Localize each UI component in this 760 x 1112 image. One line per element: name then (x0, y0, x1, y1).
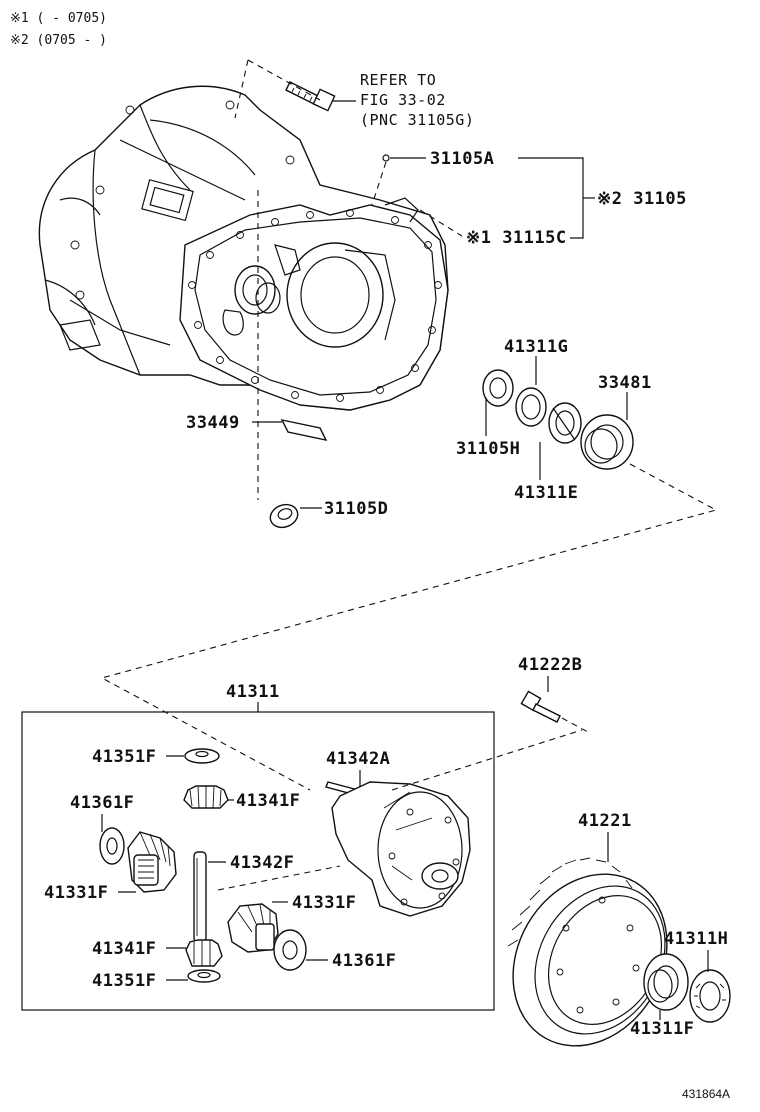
label-41351F-bottom[interactable]: 41351F (92, 971, 156, 991)
diff-case-illustration[interactable] (331, 781, 471, 917)
label-41311[interactable]: 41311 (226, 682, 280, 702)
label-31105A[interactable]: 31105A (430, 149, 494, 169)
note-1: ※1 ( - 0705) (10, 11, 107, 26)
seal-31105D-illustration[interactable] (267, 501, 301, 531)
label-41311H[interactable]: 41311H (664, 929, 728, 949)
label-33449[interactable]: 33449 (186, 413, 240, 433)
refer-line-1: REFER TO (360, 71, 436, 89)
label-41222B[interactable]: 41222B (518, 655, 582, 675)
washer-41361F-right-illustration[interactable] (273, 929, 307, 971)
bearing-41311F-illustration[interactable] (643, 953, 689, 1011)
shim-41311H-illustration[interactable] (689, 969, 731, 1023)
label-33481[interactable]: 33481 (598, 373, 652, 393)
transaxle-case-illustration[interactable] (38, 85, 449, 411)
label-31105D[interactable]: 31105D (324, 499, 388, 519)
side-gear-41331F-left-illustration[interactable] (127, 831, 177, 893)
pin-33449-illustration[interactable] (280, 419, 328, 441)
label-41342F[interactable]: 41342F (230, 853, 294, 873)
refer-line-2: FIG 33-02 (360, 91, 446, 109)
shaft-41342F-illustration[interactable] (193, 851, 207, 943)
pinion-41341F-top-illustration[interactable] (183, 785, 229, 809)
label-41311F[interactable]: 41311F (630, 1019, 694, 1039)
side-gear-41331F-right-illustration[interactable] (227, 903, 279, 953)
pinion-41341F-bottom-illustration[interactable] (185, 939, 223, 967)
ring-gear-41221-illustration[interactable] (483, 846, 698, 1074)
washer-41351F-top-illustration[interactable] (184, 748, 220, 764)
label-41342A[interactable]: 41342A (326, 749, 390, 769)
label-41311E[interactable]: 41311E (514, 483, 578, 503)
label-41311G[interactable]: 41311G (504, 337, 568, 357)
label-41351F-top[interactable]: 41351F (92, 747, 156, 767)
bolt-41222B-illustration[interactable] (520, 690, 561, 723)
label-41331F-left[interactable]: 41331F (44, 883, 108, 903)
label-41361F-left[interactable]: 41361F (70, 793, 134, 813)
washer-41361F-left-illustration[interactable] (99, 827, 125, 865)
figure-id: 431864A (682, 1087, 730, 1101)
refer-line-3: (PNC 31105G) (360, 111, 474, 129)
label-41331F-right[interactable]: 41331F (292, 893, 356, 913)
bearing-cluster-illustration[interactable] (482, 369, 634, 470)
label-41341F-top[interactable]: 41341F (236, 791, 300, 811)
label-41221[interactable]: 41221 (578, 811, 632, 831)
bolt-illustration[interactable] (285, 81, 336, 112)
label-41361F-right[interactable]: 41361F (332, 951, 396, 971)
label-41341F-bottom[interactable]: 41341F (92, 939, 156, 959)
note-2: ※2 (0705 - ) (10, 33, 107, 48)
label-31115C[interactable]: ※1 31115C (466, 228, 567, 248)
diff-kit-box (21, 711, 495, 1011)
label-31105[interactable]: ※2 31105 (597, 189, 687, 209)
washer-41351F-bottom-illustration[interactable] (187, 969, 221, 983)
label-31105H[interactable]: 31105H (456, 439, 520, 459)
